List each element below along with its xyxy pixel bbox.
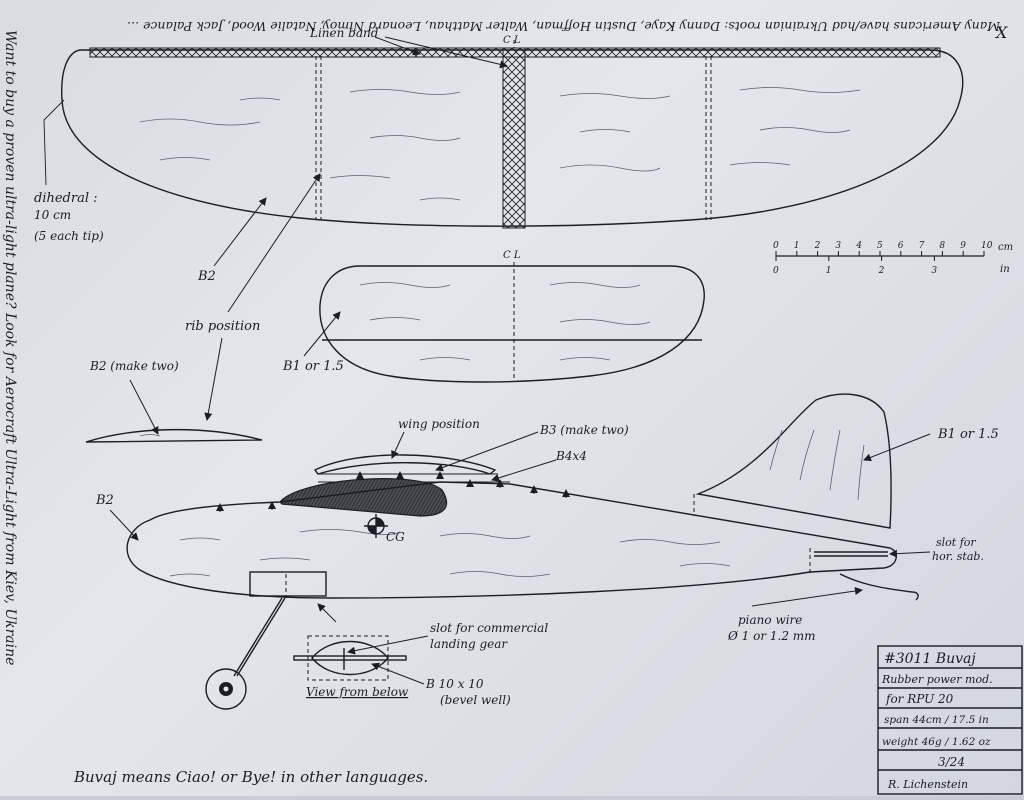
b4-label: B4x4 xyxy=(555,449,587,463)
stabilizer-centerline-label: C L xyxy=(503,250,521,261)
scale-cm-label: 3 xyxy=(835,241,841,251)
scale-cm-label: 7 xyxy=(919,241,925,251)
b3-label: B3 (make two) xyxy=(539,423,629,437)
piano-wire-label-1: piano wire xyxy=(738,613,802,627)
dihedral-note: (5 each tip) xyxy=(34,229,104,243)
title-line-2: for RPU 20 xyxy=(885,692,954,706)
scale-in-label: 1 xyxy=(826,266,832,276)
scale-cm-label: 1 xyxy=(794,241,800,251)
scale-cm-label: 5 xyxy=(877,241,883,251)
scale-cm-label: 4 xyxy=(855,241,862,251)
stabilizer-material-label: B1 or 1.5 xyxy=(282,359,344,374)
rib-label: B2 (make two) xyxy=(89,359,179,373)
header-note: Many Americans have/had Ukrainian roots:… xyxy=(127,19,1001,34)
title-line-3: span 44cm / 17.5 in xyxy=(884,714,989,726)
dihedral-label: dihedral : xyxy=(34,191,98,206)
scale-cm-label: 10 xyxy=(981,241,993,251)
corner-mark: X xyxy=(994,23,1008,42)
footer-note: Buvaj means Ciao! or Bye! in other langu… xyxy=(73,768,428,786)
title-date: 3/24 xyxy=(938,755,965,769)
rib-position-label: rib position xyxy=(185,319,260,334)
title-block xyxy=(877,645,1023,795)
fin-material-label: B1 or 1.5 xyxy=(937,427,999,442)
scale-in-unit: in xyxy=(1000,264,1010,275)
gear-slot-label-2: landing gear xyxy=(430,637,508,651)
wing-position-label: wing position xyxy=(398,417,480,431)
scale-cm-label: 8 xyxy=(939,241,945,251)
fuselage-side-view xyxy=(126,393,919,710)
stabilizer-plan xyxy=(319,262,705,383)
scale-cm-label: 6 xyxy=(898,241,904,251)
wing-material-label: B2 xyxy=(197,269,216,284)
scale-cm-label: 2 xyxy=(814,241,821,251)
piano-wire-label-2: Ø 1 or 1.2 mm xyxy=(727,629,816,643)
title-line-4: weight 46g / 1.62 oz xyxy=(882,736,991,748)
gear-detail-view xyxy=(293,635,407,681)
scale-cm-label: 9 xyxy=(960,241,966,251)
gear-slot-label-1: slot for commercial xyxy=(430,621,548,635)
scale-bar: 0 1 2 3 4 5 6 7 8 9 10 cm 0 1 2 3 in xyxy=(773,241,1013,276)
scale-in-label: 0 xyxy=(773,266,779,276)
dihedral-value: 10 cm xyxy=(34,208,71,222)
title-line-1: Rubber power mod. xyxy=(881,673,993,686)
gear-block-label: B 10 x 10 xyxy=(425,677,484,691)
cg-label: CG xyxy=(386,530,405,544)
designer-signature: R. Lichenstein xyxy=(887,778,968,791)
fuselage-material-label: B2 xyxy=(95,493,114,508)
linen-band-label: Linen band xyxy=(309,26,379,40)
stab-slot-label-1: slot for xyxy=(936,536,976,549)
title-number: #3011 Buvaj xyxy=(884,651,976,667)
wing-centerline-label: C L xyxy=(503,35,521,46)
scale-cm-unit: cm xyxy=(998,242,1013,253)
gear-block-note: (bevel well) xyxy=(440,693,511,707)
view-from-below-label: View from below xyxy=(306,685,409,699)
wing-plan xyxy=(61,40,964,229)
wing-rib xyxy=(85,428,263,443)
scale-in-label: 2 xyxy=(878,266,885,276)
scale-cm-label: 0 xyxy=(773,241,779,251)
stab-slot-label-2: hor. stab. xyxy=(932,550,984,563)
side-note: Want to buy a proven ultra-light plane? … xyxy=(2,30,18,665)
scale-in-label: 3 xyxy=(931,266,937,276)
